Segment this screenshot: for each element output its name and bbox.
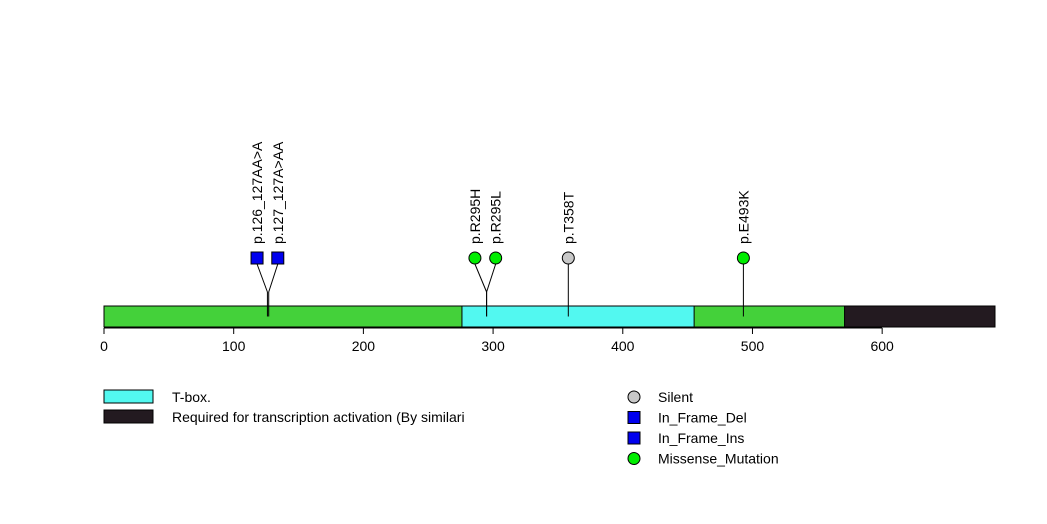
mutation-stem-branch xyxy=(256,263,268,293)
mutation-legend: SilentIn_Frame_DelIn_Frame_InsMissense_M… xyxy=(627,389,779,467)
x-axis: 0 100 200 300 400 500 600 xyxy=(100,327,894,354)
mutation-marker-square xyxy=(250,251,264,265)
mutation-stem-branch xyxy=(268,263,279,293)
x-tick-label: 200 xyxy=(352,338,376,354)
mutation-labels-group: p.126_127AA>A p.127_127A>AA p.R295H p.R295L… xyxy=(249,141,751,244)
x-tick-label: 0 xyxy=(100,338,108,354)
mutation-legend-symbol xyxy=(627,452,641,465)
mutation-legend-symbol xyxy=(627,411,641,424)
mutation-legend-symbol xyxy=(627,431,641,445)
mutation-marker-circle xyxy=(561,251,575,265)
mutation-legend-label: Silent xyxy=(658,389,693,405)
mutation-legend-label: In_Frame_Del xyxy=(658,410,747,426)
mutation-label: p.E493K xyxy=(735,190,751,244)
domain-legend-swatch xyxy=(103,409,154,424)
x-tick-label: 500 xyxy=(741,338,765,354)
x-tick-label: 100 xyxy=(222,338,246,354)
mutation-label: p.127_127A>AA xyxy=(270,141,286,244)
mutation-markers-group xyxy=(250,251,750,265)
mutation-stem-branch xyxy=(474,263,488,293)
domain-legend: T-box. Required for transcription activat… xyxy=(103,389,465,425)
mutation-legend-label: In_Frame_Ins xyxy=(658,430,744,446)
mutation-label: p.R295L xyxy=(488,191,504,244)
domain-legend-swatch xyxy=(103,389,154,404)
mutation-label: p.R295H xyxy=(467,189,483,244)
protein-bar-group xyxy=(103,305,996,328)
x-tick-label: 400 xyxy=(611,338,635,354)
mutation-marker-circle xyxy=(736,251,750,265)
mutation-marker-circle xyxy=(468,251,482,265)
domain-segment-0 xyxy=(461,305,695,328)
mutation-marker-square xyxy=(271,251,285,265)
mutation-stem-branch xyxy=(486,263,497,293)
x-tick-label: 600 xyxy=(870,338,894,354)
domain-segment-1 xyxy=(844,305,996,328)
mutation-legend-symbol xyxy=(627,390,641,404)
mutation-legend-label: Missense_Mutation xyxy=(658,451,779,467)
x-tick-label: 300 xyxy=(481,338,505,354)
domain-legend-label: Required for transcription activation (B… xyxy=(172,409,465,425)
domain-legend-label: T-box. xyxy=(172,389,211,405)
mutation-label: p.126_127AA>A xyxy=(249,141,265,244)
mutation-label: p.T358T xyxy=(560,191,576,244)
mutation-marker-circle xyxy=(489,251,503,265)
